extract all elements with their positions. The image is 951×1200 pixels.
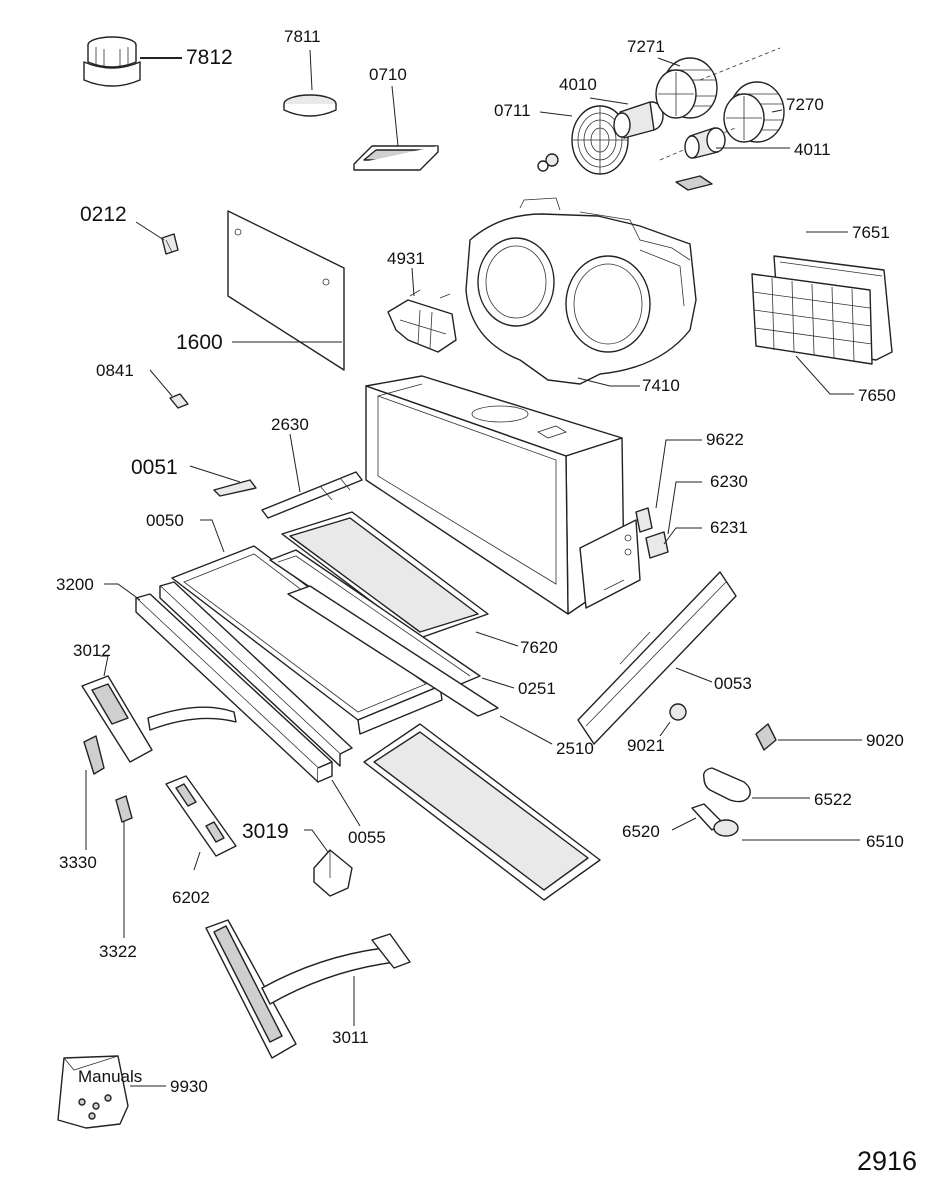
part-0841-small-part — [169, 393, 189, 409]
label-7650: 7650 — [858, 386, 896, 405]
part-7620-grease-filter — [281, 511, 489, 639]
part-3200-front-bar — [135, 593, 333, 783]
label-9930: 9930 — [170, 1077, 208, 1096]
part-0212-clip — [161, 233, 179, 255]
part-7650-carbon-filter — [751, 273, 873, 365]
part-7270-fan-wheel — [659, 81, 785, 161]
label-7270: 7270 — [786, 95, 824, 114]
leader-lines — [85, 49, 862, 1087]
part-3322-button — [115, 795, 133, 823]
part-0053-side-rail — [577, 571, 737, 745]
label-4931: 4931 — [387, 249, 425, 268]
label-4010: 4010 — [559, 75, 597, 94]
label-6520: 6520 — [622, 822, 660, 841]
part-labels: 7812 7811 0710 7271 4010 0711 7270 4011 … — [56, 27, 917, 1176]
label-6231: 6231 — [710, 518, 748, 537]
part-7812-duct-connector — [83, 36, 141, 87]
part-3012-handle — [81, 675, 237, 763]
label-0212: 0212 — [80, 203, 127, 226]
part-3011-handle — [205, 919, 411, 1059]
label-0841: 0841 — [96, 361, 134, 380]
label-6522: 6522 — [814, 790, 852, 809]
part-9930-manuals-bag: Manuals — [57, 1055, 142, 1129]
part-2630-rail — [261, 471, 363, 519]
label-6202: 6202 — [172, 888, 210, 907]
part-7811-cap — [283, 94, 337, 117]
part-4011-motor — [675, 127, 726, 191]
label-1600: 1600 — [176, 331, 223, 354]
label-3012: 3012 — [73, 641, 111, 660]
part-control-board — [579, 507, 669, 609]
label-9021: 9021 — [627, 736, 665, 755]
label-6510: 6510 — [866, 832, 904, 851]
label-0050: 0050 — [146, 511, 184, 530]
part-0710-grille — [353, 145, 439, 171]
label-7271: 7271 — [627, 37, 665, 56]
page-number: 2916 — [857, 1146, 917, 1176]
label-3019: 3019 — [242, 820, 289, 843]
part-6202-switch-bar — [165, 775, 237, 857]
part-6522-lamp-cover — [702, 767, 751, 803]
label-7812: 7812 — [186, 46, 233, 69]
part-9021-cap — [669, 703, 687, 721]
bag-label: Manuals — [78, 1067, 142, 1086]
label-3330: 3330 — [59, 853, 97, 872]
part-6510-bulb — [691, 803, 739, 837]
label-4011: 4011 — [794, 140, 831, 159]
label-0051: 0051 — [131, 456, 178, 479]
label-0711: 0711 — [494, 101, 531, 120]
label-7410: 7410 — [642, 376, 680, 395]
label-7811: 7811 — [284, 27, 321, 46]
part-0051-clip — [213, 479, 257, 497]
label-0251: 0251 — [518, 679, 556, 698]
label-9622: 9622 — [706, 430, 744, 449]
part-7410-blower-housing — [465, 197, 697, 385]
part-9020-clip — [755, 723, 777, 751]
label-0710: 0710 — [369, 65, 407, 84]
part-2510-strip — [287, 585, 499, 717]
part-4931-bracket — [387, 289, 457, 353]
label-6230: 6230 — [710, 472, 748, 491]
part-4010-motor — [613, 101, 664, 139]
label-3011: 3011 — [332, 1028, 369, 1047]
label-3322: 3322 — [99, 942, 137, 961]
part-3330-knob — [83, 735, 105, 775]
label-2510: 2510 — [556, 739, 594, 758]
label-7620: 7620 — [520, 638, 558, 657]
grease-filter-lower — [363, 723, 601, 901]
part-3019-bracket — [313, 849, 353, 897]
part-7271-fan-wheel — [655, 47, 781, 119]
label-2630: 2630 — [271, 415, 309, 434]
label-3200: 3200 — [56, 575, 94, 594]
part-0711-fan-guard — [537, 105, 629, 175]
label-9020: 9020 — [866, 731, 904, 750]
label-7651: 7651 — [852, 223, 890, 242]
label-0053: 0053 — [714, 674, 752, 693]
label-0055: 0055 — [348, 828, 386, 847]
part-0055-trim-bar — [159, 581, 353, 767]
part-1600-panel — [227, 210, 345, 371]
